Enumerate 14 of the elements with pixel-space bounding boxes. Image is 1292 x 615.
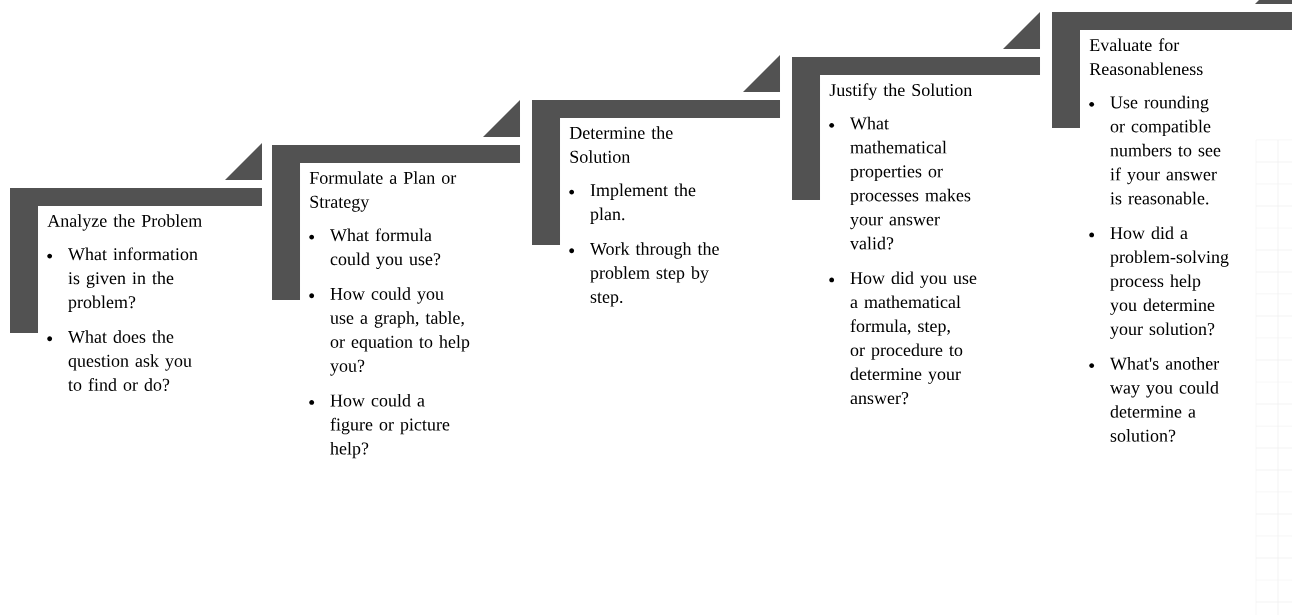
node-label: Work through the problem step by step. [589, 242, 719, 307]
node-label: What's another way you could determine a solution? [1110, 357, 1220, 442]
step-box: Formulate a Plan or Strategy What formula could you use? How could you use a graph, table, or equation to help you? How could a figure or picture help? [272, 100, 520, 459]
node-label: How did you use a mathematical formula, step, or procedure to determine your answer? [850, 271, 977, 405]
node-label: question ask you to find or do? [68, 354, 192, 392]
node-label: numbers to see if your answer is reasonable. [1110, 143, 1221, 205]
node-label: How could a figure or picture help? [330, 393, 450, 459]
step-box: Analyze the Problem What information is given in the problem? What does the question ask you to find or do? [10, 143, 262, 391]
node-label: your answer valid? [849, 216, 940, 250]
step-box: Justify the Solution What mathematical properties or processes makes your answer valid? How did you use a mathematical formula, step, or procedure to determine your answer? [792, 12, 1040, 405]
node-label: use a graph, table, or equation to help you? [330, 311, 470, 376]
node-label: How did a problem-solving process help you determine your solution? [1110, 226, 1229, 339]
step-box: Determine the Solution Implement the plan. Work through the problem step by step. [532, 55, 780, 307]
step-box: Evaluate for Reasonableness Use rounding or compatible numbers to see if your answer is reasonable. How did a problem-solving process help you determine your solution? What's another way you could determine a solution? [1052, 0, 1292, 442]
